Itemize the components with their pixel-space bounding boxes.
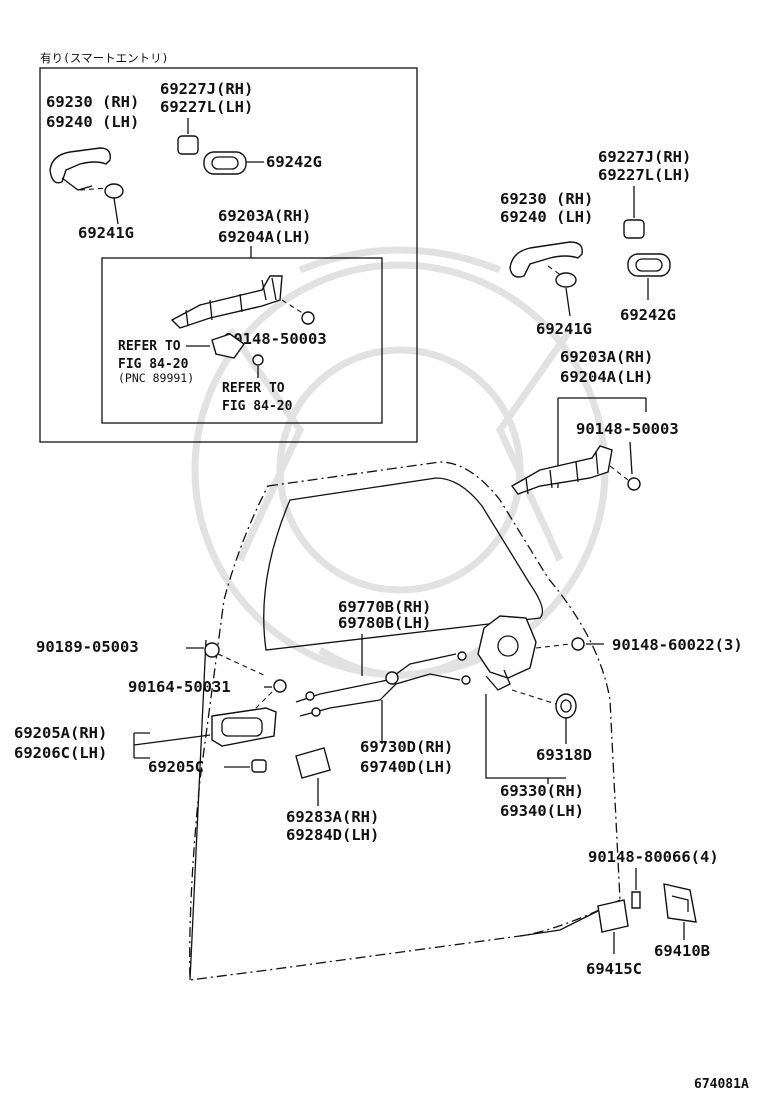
inset-refer1-line2: FIG 84-20 <box>118 357 189 372</box>
inset-seal-label: 69241G <box>78 224 134 242</box>
inset-frame-box <box>101 257 383 424</box>
inset-pad-rh-label: 69227J(RH) <box>160 80 253 98</box>
cover-rh-label: 69283A(RH) <box>286 808 379 826</box>
inset-pad-part <box>177 135 199 155</box>
clip-part <box>204 642 220 658</box>
inset-seal-part <box>104 183 124 199</box>
right-pad-rh-label: 69227J(RH) <box>598 148 691 166</box>
inset-handle-rh-label: 69230 (RH) <box>46 93 139 111</box>
right-outer-handle <box>509 241 583 278</box>
striker-part <box>663 883 697 923</box>
striker-label: 69410B <box>654 942 710 960</box>
inset-frame-lh-label: 69204A(LH) <box>218 228 311 246</box>
inset-screw-label: 90148-50003 <box>224 330 327 348</box>
inner-handle-part <box>211 707 277 747</box>
striker-screw-part <box>631 891 641 909</box>
cable2-rh-label: 69730D(RH) <box>360 738 453 756</box>
clip-label: 90189-05003 <box>36 638 139 656</box>
inset-frame-rh-label: 69203A(RH) <box>218 207 311 225</box>
lock-screw-label: 90148-60022(3) <box>612 636 743 654</box>
inset-gasket-part <box>203 151 247 175</box>
right-pad-lh-label: 69227L(LH) <box>598 166 691 184</box>
inner-screw-part <box>273 679 287 693</box>
inset-outer-handle <box>49 147 111 191</box>
inset-refer-block-1: REFER TO FIG 84-20 (PNC 89991) <box>118 333 245 385</box>
inner-screw-label: 90164-50031 <box>128 678 231 696</box>
inset-frame-part <box>170 275 283 329</box>
right-gasket-part <box>627 253 671 277</box>
right-handle-lh-label: 69240 (LH) <box>500 208 593 226</box>
grommet-part <box>555 693 577 719</box>
inset-pad-lh-label: 69227L(LH) <box>160 98 253 116</box>
door-lock-part <box>477 615 537 691</box>
inner-handle-part-label: 69205C <box>148 758 204 776</box>
watermark-emblem <box>191 246 609 679</box>
striker-screw-label: 90148-80066(4) <box>588 848 719 866</box>
inset-refer1-line3: (PNC 89991) <box>118 371 194 385</box>
inset-box <box>39 67 418 443</box>
inset-refer2-line2: FIG 84-20 <box>222 399 293 414</box>
inset-handle-lh-label: 69240 (LH) <box>46 113 139 131</box>
lock-rh-label: 69330(RH) <box>500 782 584 800</box>
right-screw-label: 90148-50003 <box>576 420 679 438</box>
right-pad-part <box>623 219 645 239</box>
figure-id: 674081A <box>694 1077 749 1092</box>
header-note: 有り(スマートエントリ) <box>40 51 169 65</box>
right-seal-part <box>555 272 577 288</box>
cable-lh-label: 69780B(LH) <box>338 614 431 632</box>
inner-handle-cap <box>251 759 267 773</box>
right-seal-label: 69241G <box>536 320 592 338</box>
right-handle-rh-label: 69230 (RH) <box>500 190 593 208</box>
cable-assembly <box>295 634 471 717</box>
inset-refer2-line1: REFER TO <box>222 381 285 396</box>
inner-handle-lh-label: 69206C(LH) <box>14 744 107 762</box>
inset-gasket-label: 69242G <box>266 153 322 171</box>
grommet-label: 69318D <box>536 746 592 764</box>
right-frame-lh-label: 69204A(LH) <box>560 368 653 386</box>
lock-lh-label: 69340(LH) <box>500 802 584 820</box>
cover-part <box>295 747 331 779</box>
inset-refer-block-2: REFER TO FIG 84-20 <box>222 354 293 414</box>
cable-rh-label: 69770B(RH) <box>338 598 431 616</box>
right-frame-part <box>510 445 613 495</box>
right-gasket-label: 69242G <box>620 306 676 324</box>
right-frame-rh-label: 69203A(RH) <box>560 348 653 366</box>
striker-plate-part <box>597 899 629 933</box>
right-screw-part <box>627 477 641 491</box>
inner-handle-rh-label: 69205A(RH) <box>14 724 107 742</box>
cover-lh-label: 69284D(LH) <box>286 826 379 844</box>
lock-screw-part <box>571 637 585 651</box>
inset-screw-part <box>301 311 315 325</box>
striker-plate-label: 69415C <box>586 960 642 978</box>
inset-refer1-line1: REFER TO <box>118 339 181 354</box>
cable2-lh-label: 69740D(LH) <box>360 758 453 776</box>
